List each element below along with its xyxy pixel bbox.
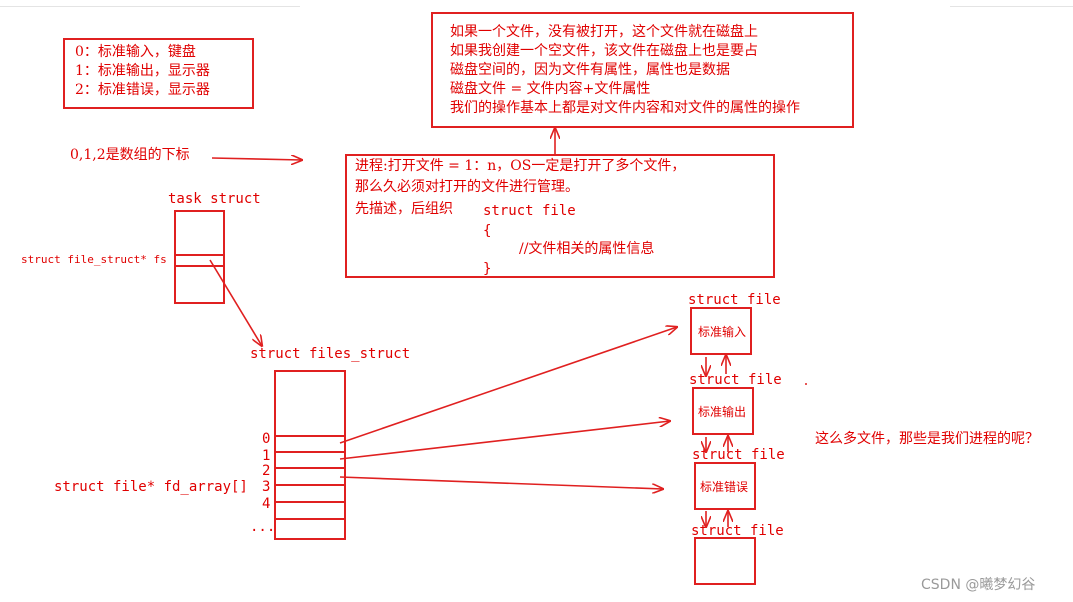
fd-array-slot-divider — [274, 435, 346, 437]
fd-index-0: 0 — [262, 431, 271, 447]
code-open-brace: { — [483, 223, 492, 239]
arrow-fd0-to-stdin — [339, 327, 677, 444]
file-node-stdout: 标准输出 — [692, 387, 754, 435]
disk-file-note-text: 如果一个文件，没有被打开，这个文件就在磁盘上 如果我创建一个空文件，该文件在磁盘… — [450, 23, 800, 118]
file-node-title: struct file — [691, 523, 784, 539]
std-streams-box: 0：标准输入，键盘 1：标准输出，显示器 2：标准错误，显示器 — [63, 38, 254, 109]
fd-array-slot-divider — [274, 518, 346, 520]
code-struct-file: struct file — [483, 203, 576, 219]
file-node-content: 标准输入 — [698, 325, 747, 339]
process-note-line3: 先描述，后组织 — [355, 201, 453, 217]
fd-index-ellipsis: ... — [250, 519, 276, 535]
note-line: 磁盘文件 = 文件内容+文件属性 — [450, 81, 651, 97]
array-index-note: 0,1,2是数组的下标 — [70, 147, 190, 163]
task-struct-box — [174, 210, 225, 304]
task-struct-divider-bottom — [174, 265, 225, 267]
note-line: 如果我创建一个空文件，该文件在磁盘上也是要占 — [450, 43, 758, 59]
file-node-empty — [694, 537, 756, 585]
fd-index-3: 3 — [262, 479, 271, 495]
watermark: CSDN @曦梦幻谷 — [921, 577, 1036, 593]
file-node-stderr: 标准错误 — [694, 462, 756, 510]
fd-array-slot-divider — [274, 501, 346, 503]
top-rule-left — [0, 6, 300, 7]
fd-index-4: 4 — [262, 496, 271, 512]
question-text: 这么多文件，那些是我们进程的呢？ — [815, 431, 1039, 447]
fd-array-slot-divider — [274, 451, 346, 453]
files-struct-box — [274, 370, 346, 540]
note-line: 磁盘空间的，因为文件有属性，属性也是数据 — [450, 62, 730, 78]
fd-index-2: 2 — [262, 463, 271, 479]
fd-array-slot-divider — [274, 484, 346, 486]
file-struct-pointer-label: struct file_struct* fs — [21, 253, 167, 266]
arrow-fd1-to-stdout — [339, 421, 670, 460]
file-node-content: 标准错误 — [700, 480, 749, 494]
process-note-box: 进程:打开文件 = 1：n，OS一定是打开了多个文件， 那么久必须对打开的文件进… — [345, 154, 775, 278]
file-node-content: 标准输出 — [698, 405, 747, 419]
note-line: 我们的操作基本上都是对文件内容和对文件的属性的操作 — [450, 100, 800, 116]
fd-array-label: struct file* fd_array[] — [54, 479, 248, 495]
stray-dot — [805, 383, 807, 385]
std-stream-line: 0：标准输入，键盘 — [75, 44, 196, 60]
fd-index-1: 1 — [262, 448, 271, 464]
task-struct-divider-top — [174, 254, 225, 256]
file-node-title: struct file — [688, 292, 781, 308]
std-stream-line: 1：标准输出，显示器 — [75, 63, 210, 79]
process-note-line2: 那么久必须对打开的文件进行管理。 — [355, 179, 579, 195]
file-node-title: struct file — [689, 372, 782, 388]
std-streams-text: 0：标准输入，键盘 1：标准输出，显示器 2：标准错误，显示器 — [75, 43, 210, 100]
fd-array-slot-divider — [274, 467, 346, 469]
top-rule-right — [950, 6, 1073, 7]
task-struct-title: task struct — [168, 191, 261, 207]
std-stream-line: 2：标准错误，显示器 — [75, 82, 210, 98]
file-node-title: struct file — [692, 447, 785, 463]
files-struct-title: struct files_struct — [250, 346, 411, 362]
disk-file-note-box: 如果一个文件，没有被打开，这个文件就在磁盘上 如果我创建一个空文件，该文件在磁盘… — [431, 12, 854, 128]
code-close-brace: } — [483, 261, 492, 277]
code-comment: //文件相关的属性信息 — [519, 241, 655, 257]
arrow-note-to-process — [211, 158, 302, 160]
process-note-line1: 进程:打开文件 = 1：n，OS一定是打开了多个文件， — [355, 158, 686, 174]
arrow-fd2-to-stderr — [339, 476, 663, 489]
note-line: 如果一个文件，没有被打开，这个文件就在磁盘上 — [450, 24, 758, 40]
arrow-task-to-files — [209, 259, 262, 346]
